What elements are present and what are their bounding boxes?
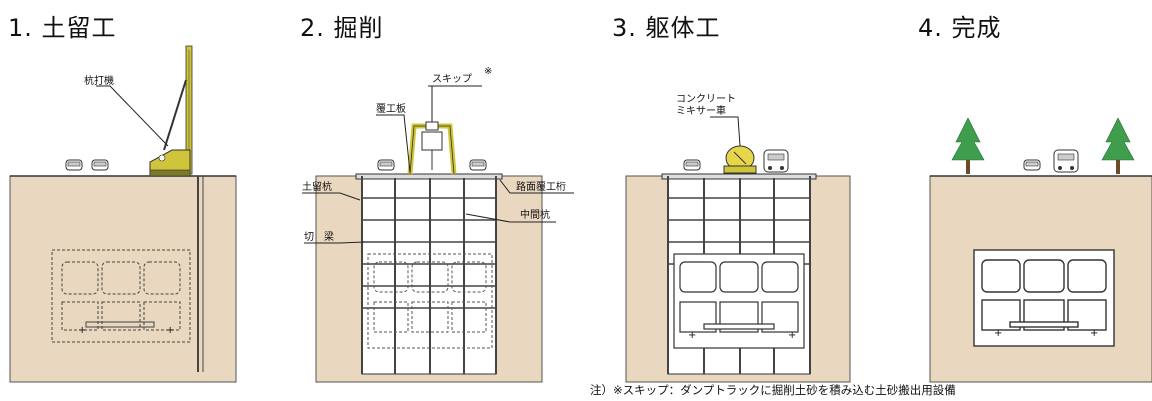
truck-icon — [763, 149, 789, 173]
concrete-structure — [673, 253, 805, 349]
skip-note-mark: ※ — [484, 66, 492, 77]
panel-2: スキップ ※ 覆工板 土留杭 路面覆工桁 中間杭 切 梁 — [302, 66, 574, 383]
car-icon — [469, 159, 487, 171]
svg-text:+: + — [1090, 328, 1098, 339]
svg-text:+: + — [166, 325, 174, 336]
skip-label: スキップ — [432, 73, 472, 85]
mixer-truck-icon — [723, 145, 757, 174]
cover-plate-label: 覆工板 — [376, 102, 406, 115]
car-icon — [377, 159, 395, 171]
svg-text:+: + — [994, 328, 1002, 339]
panel-4: + + — [929, 117, 1152, 383]
panel-1-title: 1. 土留工 — [8, 14, 117, 42]
footnote: 注）※スキップ：ダンプトラックに掘削土砂を積み込む土砂搬出用設備 — [590, 383, 956, 397]
panel-2-title: 2. 掘削 — [300, 14, 384, 42]
tree-icon — [1101, 117, 1135, 174]
svg-text:+: + — [688, 330, 696, 341]
middle-pile-label: 中間杭 — [520, 208, 550, 221]
car-icon — [1023, 159, 1041, 171]
panel-3-title: 3. 躯体工 — [612, 14, 721, 42]
truck-icon — [1053, 149, 1079, 173]
tree-icon — [951, 117, 985, 174]
svg-text:+: + — [78, 325, 86, 336]
road-girder-label: 路面覆工桁 — [516, 180, 566, 193]
retaining-pile-label: 土留杭 — [302, 180, 332, 193]
pile-driver-label: 杭打機 — [84, 74, 114, 87]
soil-block-1 — [9, 175, 237, 383]
completed-structure — [973, 249, 1115, 347]
panel-3: + + コンクリート ミキサー車 — [625, 93, 851, 383]
mixer-truck-label-2: ミキサー車 — [676, 104, 726, 117]
car-icon — [91, 159, 109, 171]
car-icon — [683, 159, 701, 171]
panel-4-title: 4. 完成 — [918, 14, 1002, 42]
strut-label: 切 梁 — [304, 230, 334, 243]
panel-1: + + 杭打機 — [9, 45, 237, 383]
mixer-truck-label-1: コンクリート — [676, 93, 736, 105]
skip-gantry-icon — [407, 121, 457, 175]
pile-driver-icon — [149, 45, 193, 177]
svg-text:+: + — [788, 330, 796, 341]
car-icon — [65, 159, 83, 171]
